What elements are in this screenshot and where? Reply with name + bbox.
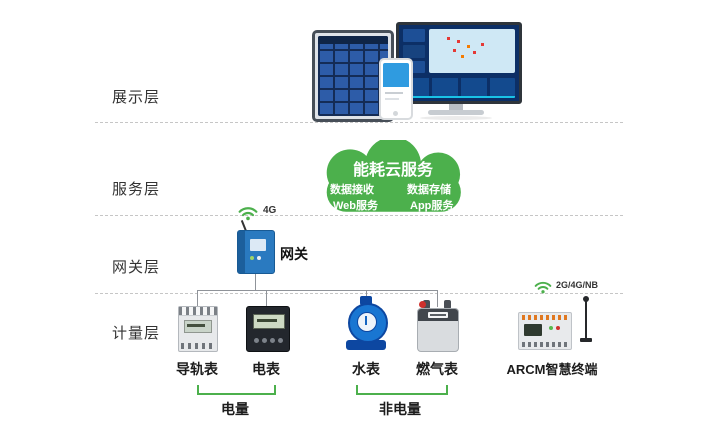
din-meter-terminals-bottom bbox=[181, 343, 213, 349]
bracket-non-electric-group bbox=[356, 385, 448, 395]
antenna-rod bbox=[585, 300, 587, 338]
line-gateway-to-bus bbox=[255, 272, 256, 290]
water-meter-needle bbox=[365, 316, 367, 325]
electric-meter-button bbox=[262, 338, 267, 343]
phone-home-button bbox=[393, 111, 398, 116]
cloud-shape bbox=[326, 140, 461, 212]
gateway-led bbox=[250, 256, 254, 260]
electric-meter-device bbox=[246, 306, 290, 352]
phone-screen bbox=[383, 63, 409, 87]
din-meter-terminals-top bbox=[179, 307, 217, 316]
gateway-led bbox=[257, 256, 261, 260]
meter-label-din: 导轨表 bbox=[176, 361, 218, 377]
antenna-tip bbox=[583, 296, 589, 302]
arcm-led bbox=[549, 326, 553, 330]
monitor-device bbox=[396, 22, 522, 104]
group-label-non-electric: 非电量 bbox=[379, 401, 421, 417]
arcm-terminal-strip bbox=[522, 315, 568, 320]
gas-meter-pipe bbox=[423, 300, 430, 309]
electric-meter-digits bbox=[257, 319, 277, 322]
water-meter-dial bbox=[357, 312, 377, 332]
water-meter-device bbox=[348, 303, 388, 343]
layer-label-service: 服务层 bbox=[112, 181, 161, 198]
monitor-widget bbox=[403, 45, 425, 58]
group-label-electric: 电量 bbox=[221, 401, 249, 417]
layer-divider-1 bbox=[95, 122, 623, 123]
monitor-widget bbox=[403, 29, 425, 42]
phone-content-line bbox=[385, 92, 403, 94]
arcm-terminal-device bbox=[518, 312, 572, 350]
arcm-led bbox=[556, 326, 560, 330]
bracket-electric-group bbox=[197, 385, 276, 395]
gateway-device bbox=[237, 230, 275, 274]
arcm-wireless-label: 2G/4G/NB bbox=[556, 280, 599, 290]
tablet-header-bar bbox=[318, 36, 388, 44]
din-rail-meter-device bbox=[178, 306, 218, 352]
line-drop-electric bbox=[266, 290, 267, 307]
phone-content-line bbox=[385, 98, 399, 100]
gas-meter-pipe bbox=[444, 300, 451, 309]
bus-line bbox=[197, 290, 437, 291]
cloud-item-data-store: 数据存储 bbox=[407, 184, 451, 196]
layer-label-gateway: 网关层 bbox=[112, 259, 161, 276]
wifi-icon bbox=[238, 207, 258, 221]
gateway-side-stripe bbox=[238, 231, 245, 273]
line-drop-din bbox=[197, 290, 198, 307]
map-data-points bbox=[447, 37, 450, 40]
gas-meter-digits bbox=[430, 314, 446, 316]
cloud-title: 能耗云服务 bbox=[352, 162, 433, 179]
layer-divider-3 bbox=[95, 293, 623, 294]
electric-meter-button bbox=[254, 338, 259, 343]
cloud-item-web-service: Web服务 bbox=[333, 200, 379, 212]
meter-label-gas: 燃气表 bbox=[416, 361, 458, 377]
meter-label-electric: 电表 bbox=[252, 361, 280, 377]
layer-divider-2 bbox=[95, 215, 623, 216]
electric-meter-button bbox=[270, 338, 275, 343]
monitor-chart-strip bbox=[403, 78, 515, 98]
cloud-item-data-receive: 数据接收 bbox=[330, 184, 374, 196]
layer-label-metering: 计量层 bbox=[112, 325, 161, 342]
cloud-item-app-service: App服务 bbox=[410, 200, 454, 212]
arcm-terminal-strip-bottom bbox=[522, 342, 568, 347]
layer-label-display: 展示层 bbox=[112, 89, 161, 106]
wifi-icon bbox=[534, 281, 552, 294]
water-meter-base bbox=[346, 340, 386, 350]
phone-device bbox=[379, 58, 413, 120]
din-meter-digits bbox=[187, 324, 205, 327]
gas-meter-valve bbox=[419, 301, 426, 308]
gateway-label: 网关 bbox=[280, 246, 308, 262]
electric-meter-button bbox=[278, 338, 283, 343]
gas-meter-device bbox=[417, 308, 459, 352]
meter-label-water: 水表 bbox=[352, 361, 380, 377]
monitor-shadow bbox=[420, 116, 492, 120]
antenna-base bbox=[580, 338, 592, 342]
arcm-lcd bbox=[524, 324, 542, 336]
gateway-wireless-label: 4G bbox=[263, 205, 277, 216]
water-meter-cap bbox=[360, 296, 372, 305]
tablet-screen-grid bbox=[318, 36, 388, 116]
gateway-display bbox=[250, 239, 266, 251]
monitor-stand-base bbox=[428, 110, 484, 115]
monitor-map-panel bbox=[429, 29, 515, 73]
meter-label-arcm: ARCM智慧终端 bbox=[506, 362, 598, 377]
monitor-stand-neck bbox=[449, 101, 463, 110]
line-drop-gas bbox=[437, 290, 438, 307]
